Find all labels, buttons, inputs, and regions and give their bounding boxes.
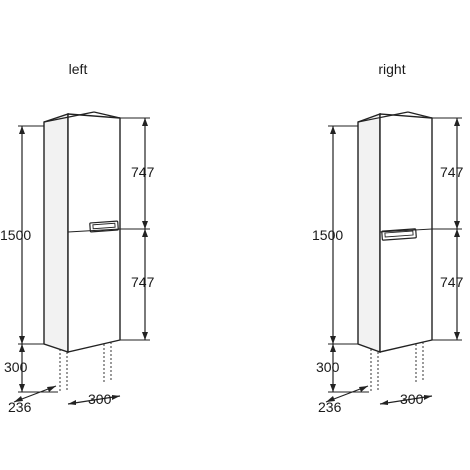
dims-bottom-right-view: 236 300 <box>318 385 433 415</box>
cabinet-side-right <box>357 113 381 353</box>
dim-height-bottom-right: 747 <box>440 274 464 290</box>
dim-total-left: 1500 <box>0 227 31 243</box>
dim-depth-right: 236 <box>318 399 342 415</box>
dim-legs-right: 300 <box>316 359 340 375</box>
dim-height-top-left: 747 <box>131 164 155 180</box>
handle-inner-right <box>384 230 414 238</box>
cabinet-top-back-left <box>93 111 121 119</box>
door-split-right <box>379 228 433 233</box>
cabinet-top-edge-right <box>357 111 409 123</box>
view-title-left: left <box>69 61 88 77</box>
dims-right-right-view: 747 747 <box>432 117 464 341</box>
door-split-left <box>67 228 121 233</box>
dim-width-right: 300 <box>400 391 424 407</box>
dim-total-right: 1500 <box>312 227 343 243</box>
cabinet-side-left <box>43 113 69 353</box>
dims-bottom-left-view: 236 300 <box>8 385 121 415</box>
view-left: left 747 747 <box>0 61 155 415</box>
cabinet-front-left <box>67 113 121 353</box>
handle-icon-left <box>89 220 119 233</box>
dim-legs-left: 300 <box>4 359 28 375</box>
cabinet-left <box>43 111 121 392</box>
view-right: right 747 747 <box>312 61 464 415</box>
cabinet-top-back-right <box>407 111 433 119</box>
cabinet-top-edge-left <box>43 111 95 123</box>
dims-left-left-view: 1500 300 <box>0 125 58 393</box>
handle-inner-left <box>92 222 116 230</box>
dim-width-left: 300 <box>88 391 112 407</box>
dim-depth-left: 236 <box>8 399 32 415</box>
dims-right-left-view: 747 747 <box>120 117 155 341</box>
cabinet-right <box>357 111 433 392</box>
dims-left-right-view: 1500 300 <box>312 125 369 393</box>
dim-height-bottom-left: 747 <box>131 274 155 290</box>
dim-height-top-right: 747 <box>440 164 464 180</box>
view-title-right: right <box>378 61 405 77</box>
handle-icon-right <box>381 228 417 241</box>
